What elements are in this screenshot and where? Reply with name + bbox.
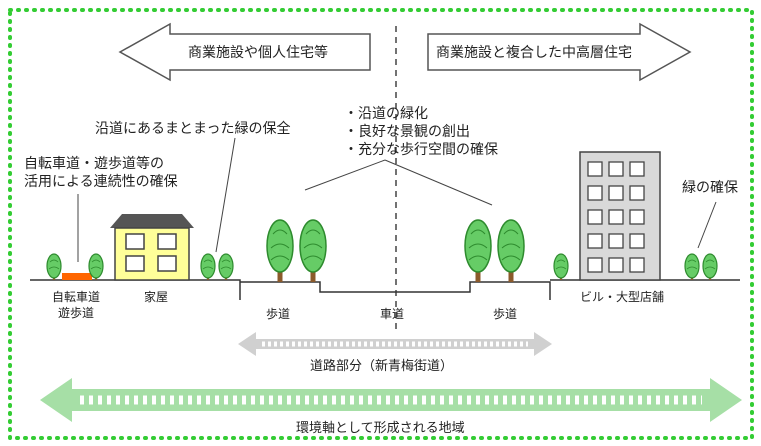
building-label: ビル・大型店舗 — [580, 290, 664, 304]
green-secure-note: 緑の確保 — [682, 180, 738, 196]
shrub — [200, 253, 216, 281]
left-arrow — [118, 22, 371, 82]
right-arrow — [427, 22, 692, 82]
benefit-item: ・良好な景観の創出 — [344, 123, 470, 140]
left-arrow-label: 商業施設や個人住宅等 — [188, 44, 328, 61]
bikeway-continuity-note: 活用による連続性の確保 — [24, 173, 178, 190]
roadside-greenery-leader — [215, 137, 236, 253]
street-tree — [464, 219, 492, 283]
bikeway-strip — [62, 273, 92, 280]
benefit-leader-left — [304, 159, 386, 191]
street-tree — [266, 219, 294, 283]
road-section-label: 道路部分（新青梅街道） — [310, 358, 453, 374]
environment-axis-arrow — [40, 378, 742, 422]
roadside-greenery-note: 沿道にあるまとまった緑の保全 — [95, 120, 290, 137]
green-secure-leader — [697, 201, 717, 249]
house-label: 家屋 — [144, 289, 168, 304]
street-tree — [299, 219, 327, 283]
bikeway-continuity-note: 自転車道・遊歩道等の — [24, 155, 164, 172]
building-icon — [579, 151, 661, 281]
dotted-border — [8, 8, 754, 440]
right-arrow-label: 商業施設と複合した中高層住宅 — [436, 44, 632, 61]
shrub — [218, 253, 234, 281]
benefit-leader-right — [384, 159, 493, 206]
shrub — [46, 253, 62, 281]
benefit-item: ・充分な歩行空間の確保 — [344, 142, 498, 158]
sidewalk-left-label: 歩道 — [266, 306, 290, 321]
house-icon — [110, 214, 194, 281]
bikeway-label: 自転車道 — [52, 290, 100, 304]
bikeway-label: 遊歩道 — [58, 305, 94, 320]
sidewalk-right-label: 歩道 — [493, 306, 517, 321]
street-tree — [497, 219, 525, 283]
road-section-arrow — [238, 332, 552, 356]
shrub — [684, 253, 700, 281]
shrub — [553, 253, 569, 281]
carriageway-label: 車道 — [380, 307, 404, 321]
benefit-item: ・沿道の緑化 — [344, 106, 428, 122]
environment-axis-label: 環境軸として形成される地域 — [296, 421, 465, 436]
shrub — [702, 253, 718, 281]
